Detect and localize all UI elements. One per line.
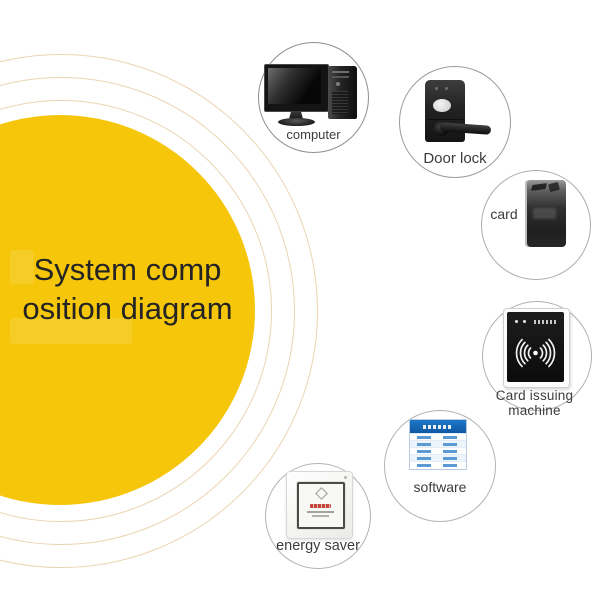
tower-power-button (336, 82, 340, 86)
software-label: software (413, 479, 467, 495)
lock-plate-divider (427, 119, 463, 120)
energy-saver-label: energy saver (276, 538, 360, 554)
card-issuing-machine-icon (503, 308, 570, 388)
computer-monitor-icon (264, 64, 329, 112)
software-table-row (410, 440, 466, 448)
card-print-mark (548, 181, 560, 193)
monitor-stand (289, 111, 303, 119)
software-cell (443, 464, 457, 467)
switch-gray-text (307, 511, 334, 513)
software-cell (443, 450, 457, 453)
software-table-row (410, 461, 466, 469)
door-lock-icon (425, 80, 465, 142)
node-card: card (481, 170, 591, 280)
diagram-title: System comp osition diagram (0, 250, 255, 328)
software-window-titlebar (410, 420, 466, 433)
keycard-icon (525, 180, 566, 247)
monitor-base (278, 118, 315, 126)
software-table-row (410, 447, 466, 455)
tower-drive-slot (332, 71, 349, 73)
door-lock-label: Door lock (423, 150, 487, 167)
software-cell (443, 443, 457, 446)
node-energy-saver: energy saver (265, 463, 371, 569)
software-cell (417, 443, 431, 446)
software-window-icon (409, 419, 467, 470)
switch-indicator-dot (344, 476, 347, 479)
switch-gray-text (312, 515, 329, 517)
lock-rfid-sensor (433, 99, 451, 112)
reader-face (507, 312, 564, 382)
switch-logo-icon (315, 487, 328, 500)
software-titlebar-text (423, 425, 453, 429)
diagram-title-line1: System comp (33, 252, 222, 287)
tower-vent-grille (332, 91, 348, 114)
reader-model-text (534, 320, 558, 324)
tower-drive-slot (332, 76, 349, 78)
switch-card-slot (297, 482, 345, 529)
software-table-row (410, 454, 466, 462)
node-software: software (384, 410, 496, 522)
card-issuing-machine-label: Card issuing machine (495, 388, 574, 418)
diagram-title-line2: osition diagram (22, 291, 233, 326)
watermark-mark (10, 318, 132, 344)
lock-indicator-dot (445, 87, 448, 90)
software-cell (417, 464, 431, 467)
switch-red-text (310, 504, 331, 508)
software-cell (417, 457, 431, 460)
monitor-screen (268, 68, 321, 104)
software-cell (443, 457, 457, 460)
rfid-waves-icon (515, 338, 556, 368)
card-label: card (490, 206, 518, 222)
software-table-row (410, 433, 466, 441)
energy-saver-icon (286, 471, 353, 539)
software-cell (443, 436, 457, 439)
node-door-lock: Door lock (399, 66, 511, 178)
computer-tower-icon (328, 66, 357, 119)
reader-led (515, 320, 518, 323)
lock-indicator-dot (435, 87, 438, 90)
card-emboss-mark (533, 208, 556, 219)
reader-led (523, 320, 526, 323)
software-cell (417, 450, 431, 453)
card-print-mark (531, 183, 547, 191)
node-computer: computer (258, 42, 369, 153)
software-cell (417, 436, 431, 439)
computer-label: computer (286, 127, 341, 142)
watermark-mark (10, 250, 34, 284)
node-card-issuing-machine (482, 301, 592, 411)
